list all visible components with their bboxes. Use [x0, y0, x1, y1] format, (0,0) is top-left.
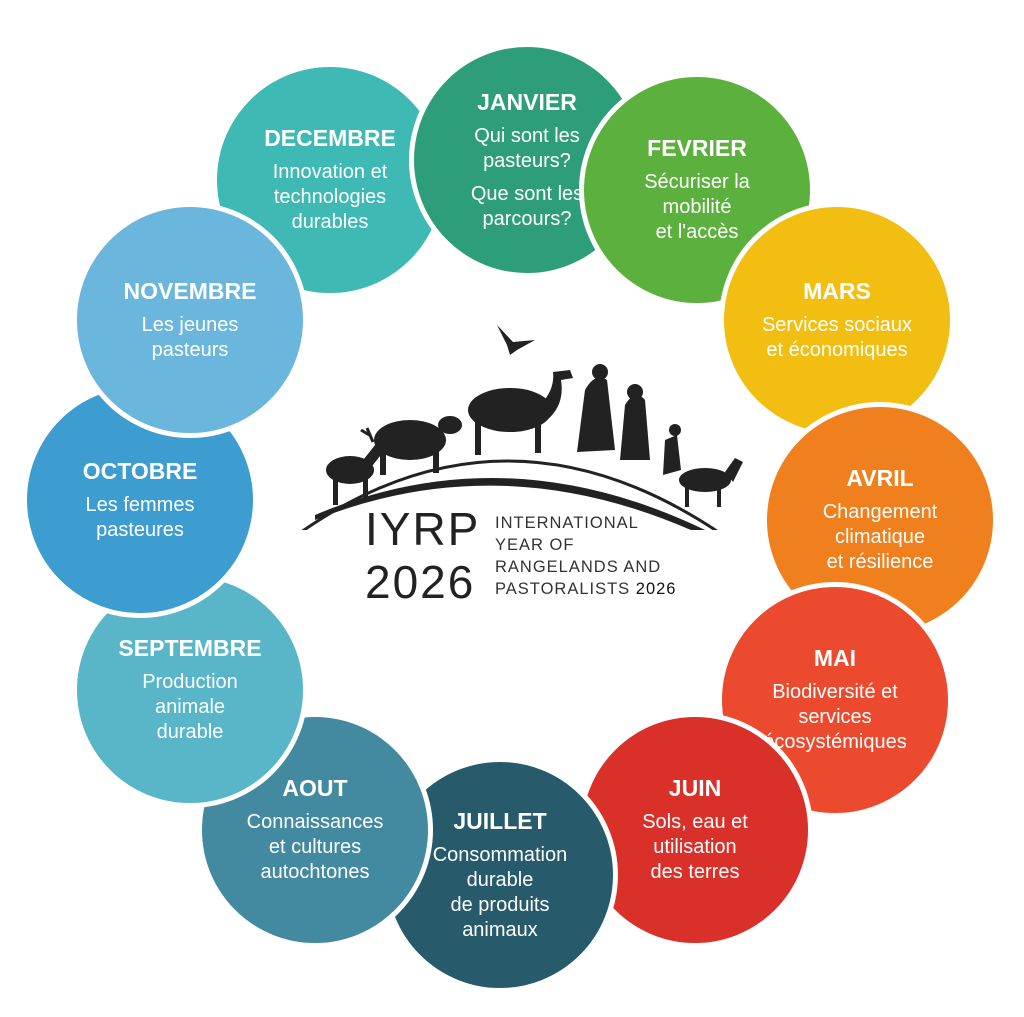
month-name: JUILLET: [453, 807, 547, 834]
month-name: DECEMBRE: [264, 125, 396, 151]
month-mars: MARS Services sociaux et économiques: [719, 202, 955, 438]
logo-acronym: IYRP: [365, 503, 481, 555]
iyrp-logo: IYRP 2026 INTERNATIONAL YEAR OF RANGELAN…: [285, 310, 745, 610]
logo-line-year: 2026: [635, 580, 677, 598]
month-theme: Sécuriser la mobilité et l'accès: [644, 171, 750, 243]
month-theme: Sols, eau et utilisation des terres: [642, 811, 748, 883]
month-juin: JUIN Sols, eau et utilisation des terres: [577, 712, 813, 948]
month-theme: Consommation durable de produits animaux: [432, 843, 568, 941]
month-name: OCTOBRE: [82, 457, 198, 484]
month-name: FEVRIER: [647, 135, 747, 161]
month-theme: Services sociaux et économiques: [761, 313, 913, 361]
month-theme: Production animale durable: [142, 671, 238, 743]
month-septembre: SEPTEMBRE Production animale durable: [72, 572, 308, 808]
month-name: MAI: [813, 645, 857, 671]
logo-line: YEAR OF: [495, 536, 575, 554]
month-theme: Changement climatique et résilience: [822, 501, 938, 573]
month-novembre: NOVEMBRE Les jeunes pasteurs: [72, 202, 308, 438]
month-name: JANVIER: [477, 88, 577, 115]
logo-year: 2026: [365, 556, 476, 608]
logo-line: PASTORALISTS: [495, 580, 631, 598]
logo-full-title: INTERNATIONAL YEAR OF RANGELANDS AND PAS…: [495, 512, 677, 600]
month-name: AOUT: [282, 775, 348, 801]
month-name: NOVEMBRE: [123, 277, 257, 304]
month-theme: Les femmes pasteures: [85, 493, 195, 541]
logo-line: INTERNATIONAL: [495, 514, 639, 532]
month-theme: Innovation et technologies durables: [272, 161, 388, 233]
silhouette-icon: [289, 325, 743, 546]
month-name: MARS: [803, 277, 871, 304]
logo-line: RANGELANDS AND: [495, 558, 662, 576]
month-theme: Qui sont les pasteurs?: [474, 124, 580, 172]
month-name: SEPTEMBRE: [118, 635, 262, 661]
month-theme: Biodiversité et services écosystémiques: [763, 681, 907, 753]
month-name: AVRIL: [846, 465, 914, 491]
month-theme: Les jeunes pasteurs: [141, 313, 239, 361]
month-theme: Connaissances et cultures autochtones: [246, 811, 384, 883]
month-theme-secondary: Que sont les parcours?: [470, 182, 584, 230]
month-name: JUIN: [668, 775, 722, 801]
